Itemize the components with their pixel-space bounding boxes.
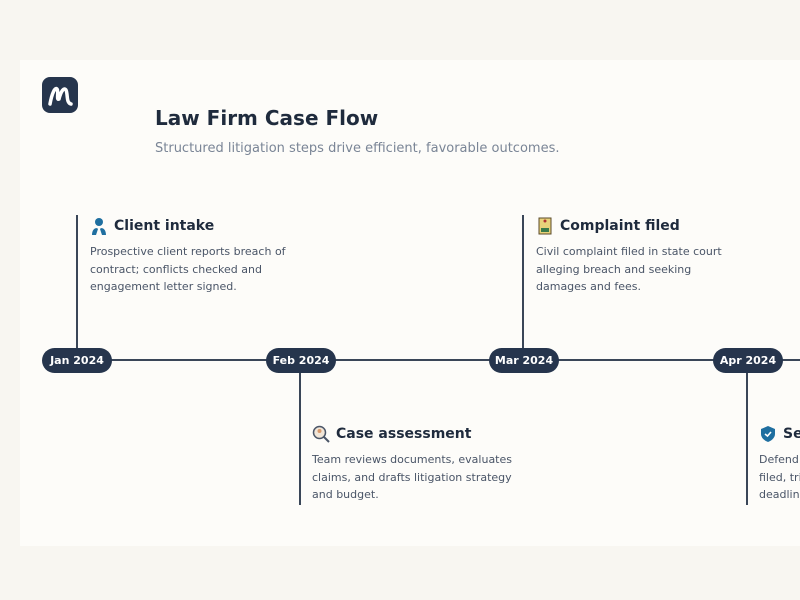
- scroll-icon: [536, 217, 554, 235]
- date-pill: Feb 2024: [266, 348, 336, 373]
- connector: [76, 215, 78, 350]
- event-text: and budget.: [312, 488, 379, 501]
- date-pill: Jan 2024: [42, 348, 112, 373]
- event-text: deadlin: [759, 488, 800, 501]
- event-text: Civil complaint filed in state court: [536, 245, 722, 258]
- event-text: engagement letter signed.: [90, 280, 237, 293]
- event-text: filed, tri: [759, 470, 800, 484]
- person-icon: [90, 217, 108, 235]
- page-title: Law Firm Case Flow: [155, 106, 379, 130]
- shield-check-icon: [759, 425, 777, 443]
- connector: [522, 215, 524, 350]
- event-text: damages and fees.: [536, 280, 641, 293]
- event-complaint-filed: Complaint filed Civil complaint filed in…: [536, 217, 766, 296]
- event-partial: Se Defend filed, tri deadlin: [759, 425, 800, 504]
- event-title: Complaint filed: [560, 218, 680, 234]
- connector: [746, 370, 748, 505]
- magnifier-icon: [312, 425, 330, 443]
- event-title: Client intake: [114, 218, 215, 234]
- event-text: claims, and drafts litigation strategy: [312, 470, 512, 484]
- event-text: contract; conflicts checked and: [90, 262, 262, 276]
- event-title: Se: [783, 426, 800, 442]
- event-text: Prospective client reports breach of: [90, 245, 286, 258]
- timeline-axis: [77, 359, 800, 361]
- page-subtitle: Structured litigation steps drive effici…: [155, 141, 560, 156]
- event-text: Team reviews documents, evaluates: [312, 453, 512, 466]
- connector: [299, 370, 301, 505]
- event-text: Defend: [759, 453, 799, 466]
- logo: [42, 77, 78, 113]
- date-pill: Mar 2024: [489, 348, 559, 373]
- event-text: alleging breach and seeking: [536, 262, 692, 276]
- event-title: Case assessment: [336, 426, 472, 442]
- timeline-card: Law Firm Case Flow Structured litigation…: [20, 60, 800, 546]
- date-pill: Apr 2024: [713, 348, 783, 373]
- event-client-intake: Client intake Prospective client reports…: [90, 217, 320, 296]
- event-case-assessment: Case assessment Team reviews documents, …: [312, 425, 542, 504]
